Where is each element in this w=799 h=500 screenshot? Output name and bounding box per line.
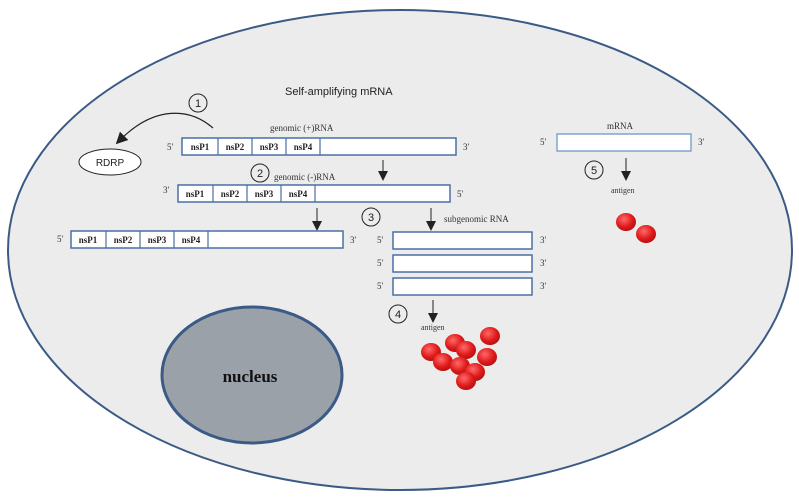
ns-label-nsP3: nsP3 xyxy=(148,235,167,245)
ns-label-nsP2: nsP2 xyxy=(221,189,240,199)
subgenomic-1-5-end: 5' xyxy=(377,235,384,245)
step-4-marker xyxy=(388,304,408,324)
ns-label-nsP4: nsP4 xyxy=(182,235,201,245)
genomic-plus-strand xyxy=(181,137,457,156)
step-3-marker xyxy=(361,207,381,227)
genomic-plus-ns-segments: nsP1 nsP2 nsP3 nsP4 xyxy=(191,138,321,155)
step-2-number: 2 xyxy=(257,168,263,180)
new-genomic-5-end: 5' xyxy=(57,234,64,244)
subgenomic-2-5-end: 5' xyxy=(377,258,384,268)
nucleus-label: nucleus xyxy=(223,367,278,386)
ns-label-nsP3: nsP3 xyxy=(260,142,279,152)
subgenomic-label: subgenomic RNA xyxy=(444,214,509,224)
step-2-marker xyxy=(250,163,270,183)
genomic-plus-5-end: 5' xyxy=(167,142,174,152)
step-5-marker xyxy=(584,160,604,180)
subgenomic-strand-1 xyxy=(392,231,533,250)
ns-label-nsP1: nsP1 xyxy=(79,235,98,245)
cell-membrane xyxy=(7,9,793,491)
ns-label-nsP2: nsP2 xyxy=(226,142,245,152)
antigen-label-saRNA: antigen xyxy=(421,323,445,332)
antigen-label-mrna: antigen xyxy=(611,186,635,195)
subgenomic-2-3-end: 3' xyxy=(540,258,547,268)
antigen-particle xyxy=(456,372,476,390)
mrna-5-end: 5' xyxy=(540,137,547,147)
rdrp-ellipse xyxy=(78,148,142,176)
step-1-number: 1 xyxy=(195,98,201,110)
new-genomic-3-end: 3' xyxy=(350,235,357,245)
antigen-particle xyxy=(450,357,470,375)
ns-label-nsP4: nsP4 xyxy=(289,189,308,199)
genomic-minus-ns-segments: nsP1 nsP2 nsP3 nsP4 xyxy=(186,185,316,202)
ns-label-nsP2: nsP2 xyxy=(114,235,133,245)
subgenomic-3-3-end: 3' xyxy=(540,281,547,291)
new-genomic-strand xyxy=(70,230,344,249)
rdrp-label: RDRP xyxy=(96,158,125,169)
antigen-particle xyxy=(477,348,497,366)
subgenomic-strand-2 xyxy=(392,254,533,273)
step-5-number: 5 xyxy=(591,165,597,177)
step-3-number: 3 xyxy=(368,212,374,224)
ns-label-nsP4: nsP4 xyxy=(294,142,313,152)
mrna-strand xyxy=(556,133,692,152)
mrna-label: mRNA xyxy=(607,121,634,131)
antigen-particle xyxy=(480,327,500,345)
genomic-plus-label: genomic (+)RNA xyxy=(270,123,334,133)
ns-label-nsP1: nsP1 xyxy=(186,189,205,199)
translation-arrow xyxy=(115,112,214,145)
antigen-particle xyxy=(636,225,656,243)
mrna-3-end: 3' xyxy=(698,137,705,147)
diagram-title: Self-amplifying mRNA xyxy=(285,86,393,98)
subgenomic-1-3-end: 3' xyxy=(540,235,547,245)
genomic-minus-strand xyxy=(177,184,451,203)
step-1-marker xyxy=(188,93,208,113)
new-genomic-ns-segments: nsP1 nsP2 nsP3 nsP4 xyxy=(79,231,209,248)
nucleus xyxy=(160,305,344,445)
genomic-minus-label: genomic (-)RNA xyxy=(274,172,336,182)
antigen-particle xyxy=(616,213,636,231)
antigen-particle xyxy=(433,353,453,371)
genomic-minus-5-end: 5' xyxy=(457,189,464,199)
step-4-number: 4 xyxy=(395,309,401,321)
subgenomic-3-5-end: 5' xyxy=(377,281,384,291)
ns-label-nsP1: nsP1 xyxy=(191,142,210,152)
subgenomic-strand-3 xyxy=(392,277,533,296)
ns-label-nsP3: nsP3 xyxy=(255,189,274,199)
antigen-particle xyxy=(456,341,476,359)
genomic-minus-3-end: 3' xyxy=(163,185,170,195)
antigen-cluster xyxy=(421,327,500,390)
genomic-plus-3-end: 3' xyxy=(463,142,470,152)
watermark: 知乎 @CYL xyxy=(662,463,736,479)
